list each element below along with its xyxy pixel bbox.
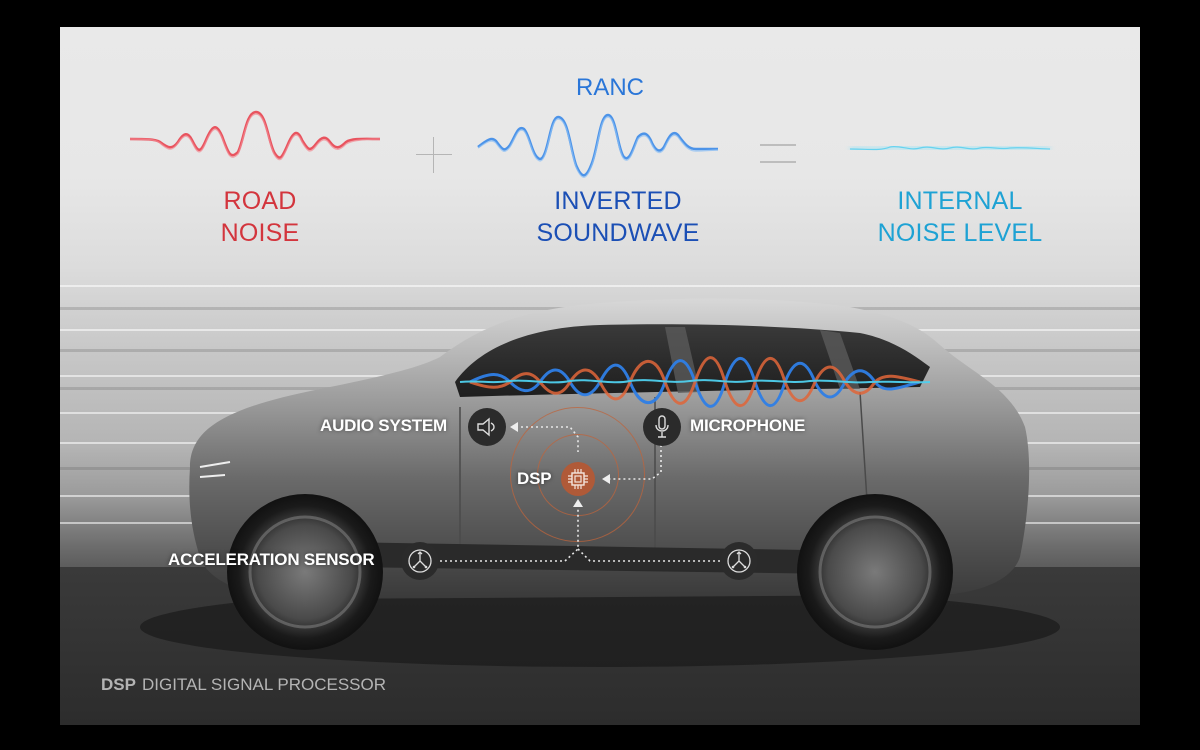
inverted-soundwave-line1: INVERTED — [554, 187, 682, 215]
audio-system-node[interactable] — [468, 408, 506, 446]
dsp-node[interactable] — [561, 462, 595, 496]
road-noise-line1: ROAD — [223, 187, 297, 215]
footnote-abbr: DSP — [101, 675, 136, 694]
acceleration-sensor-icon — [727, 549, 751, 573]
internal-noise-level-label: INTERNAL NOISE LEVEL — [845, 185, 1075, 249]
plus-symbol — [416, 154, 452, 155]
internal-noise-line1: INTERNAL — [897, 187, 1023, 215]
internal-noise-line2: NOISE LEVEL — [877, 219, 1043, 247]
signal-connector-lines — [440, 422, 720, 562]
acceleration-sensor-node-rear[interactable] — [720, 542, 758, 580]
road-noise-line2: NOISE — [220, 219, 300, 247]
inverted-soundwave-icon — [477, 113, 719, 178]
microphone-node[interactable] — [643, 408, 681, 446]
microphone-label: MICROPHONE — [690, 416, 806, 435]
acceleration-sensor-label: ACCELERATION SENSOR — [168, 550, 375, 569]
acceleration-sensor-icon — [408, 549, 432, 573]
inverted-soundwave-line2: SOUNDWAVE — [536, 219, 700, 247]
equals-symbol-bottom — [760, 161, 796, 163]
road-noise-wave-icon — [129, 110, 381, 161]
inverted-soundwave-label: INVERTED SOUNDWAVE — [498, 185, 738, 249]
chip-icon — [568, 469, 588, 489]
plus-symbol-vertical — [433, 137, 434, 173]
dsp-label: DSP — [517, 469, 552, 488]
speaker-icon — [477, 417, 495, 437]
audio-system-label: AUDIO SYSTEM — [320, 416, 448, 435]
ranc-label: RANC — [575, 74, 644, 101]
equals-symbol-top — [760, 144, 796, 146]
footnote: DSP DIGITAL SIGNAL PROCESSOR — [101, 675, 386, 695]
acceleration-sensor-node-front[interactable] — [401, 542, 439, 580]
ranc-diagram-panel: RANC ROAD NOISE INVERTED SOUNDWAVE INTER… — [60, 27, 1140, 725]
internal-noise-level-wave-icon — [849, 143, 1051, 153]
road-noise-label: ROAD NOISE — [160, 185, 360, 249]
footnote-definition: DIGITAL SIGNAL PROCESSOR — [141, 675, 387, 694]
microphone-icon — [655, 415, 669, 438]
